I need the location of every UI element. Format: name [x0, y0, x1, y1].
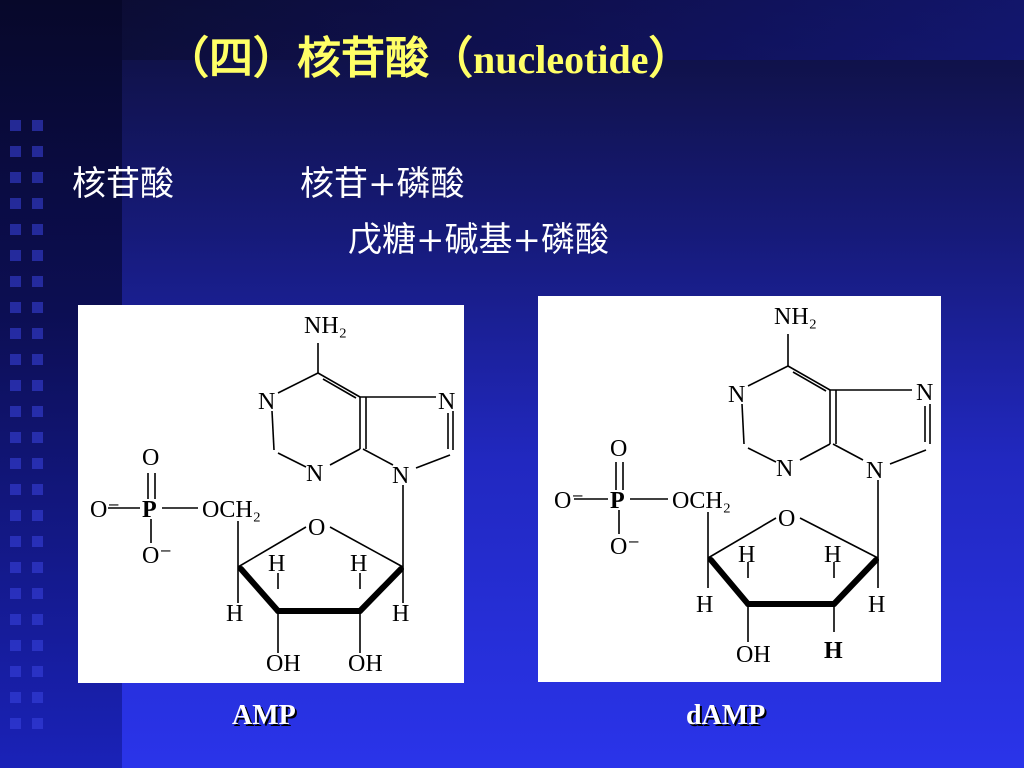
- amp-nh2-label: NH₂: [304, 313, 347, 339]
- decor-square: [10, 458, 21, 469]
- decor-square: [10, 328, 21, 339]
- amp-ring-o-label: O: [308, 515, 325, 541]
- title-suffix: ）: [648, 33, 693, 84]
- decor-square: [10, 146, 21, 157]
- damp-h-c2: H: [824, 542, 841, 568]
- amp-n3-label: N: [306, 461, 323, 487]
- amp-h-c4: H: [226, 601, 243, 627]
- damp-n1-label: N: [728, 382, 745, 408]
- decor-square: [32, 640, 43, 651]
- decor-square: [10, 406, 21, 417]
- damp-h-c4: H: [696, 592, 713, 618]
- nucleotide-term: 核苷酸: [72, 164, 174, 204]
- damp-n3-label: N: [776, 456, 793, 482]
- damp-phosphorus-label: P: [610, 488, 625, 514]
- decor-square: [10, 354, 21, 365]
- amp-structure-panel: NH₂ N N N N O O⁻ P O⁻ OCH₂ O H H H H OH …: [78, 305, 464, 683]
- decor-square: [10, 562, 21, 573]
- decor-square: [32, 328, 43, 339]
- decor-square: [10, 120, 21, 131]
- decor-square: [32, 406, 43, 417]
- decor-square: [32, 718, 43, 729]
- decor-square: [32, 276, 43, 287]
- amp-oh-c2: OH: [348, 651, 383, 677]
- damp-h-c1: H: [868, 592, 885, 618]
- decor-square: [32, 666, 43, 677]
- decor-square: [32, 614, 43, 625]
- decor-square: [10, 614, 21, 625]
- amp-h-c1: H: [392, 601, 409, 627]
- amp-h-c2: H: [350, 551, 367, 577]
- amp-structure-diagram: NH₂ N N N N O O⁻ P O⁻ OCH₂ O H H H H OH …: [90, 313, 455, 677]
- decor-square: [32, 588, 43, 599]
- decor-square: [10, 172, 21, 183]
- decor-square: [32, 302, 43, 313]
- top-decor-strip: [122, 0, 1024, 60]
- decor-square: [10, 302, 21, 313]
- decor-square: [10, 536, 21, 547]
- decor-square: [32, 510, 43, 521]
- damp-oh-c3: OH: [736, 642, 771, 668]
- damp-phosphate-o-top: O: [610, 436, 627, 462]
- title-latin: nucleotide: [473, 37, 649, 82]
- decor-square: [10, 250, 21, 261]
- decor-square: [32, 536, 43, 547]
- decor-square: [32, 198, 43, 209]
- damp-och2-label: OCH₂: [672, 488, 731, 514]
- damp-phosphate-o-left: O⁻: [554, 488, 584, 514]
- decor-square: [32, 250, 43, 261]
- decor-square: [10, 484, 21, 495]
- amp-phosphate-o-bottom: O⁻: [142, 543, 172, 569]
- amp-phosphate-o-top: O: [142, 445, 159, 471]
- decor-square: [32, 172, 43, 183]
- amp-oh-c3: OH: [266, 651, 301, 677]
- amp-caption: AMP: [232, 700, 296, 731]
- decor-square: [10, 198, 21, 209]
- decor-square: [32, 458, 43, 469]
- damp-h-c3: H: [738, 542, 755, 568]
- amp-phosphate-o-left: O⁻: [90, 497, 120, 523]
- amp-n7-label: N: [438, 389, 455, 415]
- damp-structure-diagram: NH₂ N N N N O O⁻ P O⁻ OCH₂ O H H H H OH …: [554, 304, 933, 668]
- decor-square: [32, 120, 43, 131]
- decor-square: [32, 224, 43, 235]
- amp-phosphorus-label: P: [142, 497, 157, 523]
- decor-square: [32, 146, 43, 157]
- title-prefix: （四）核苷酸（: [165, 33, 473, 84]
- decor-square: [10, 692, 21, 703]
- decor-square: [32, 484, 43, 495]
- decor-square: [10, 510, 21, 521]
- decor-square: [32, 380, 43, 391]
- damp-caption: dAMP: [686, 700, 766, 731]
- decor-square: [10, 666, 21, 677]
- amp-och2-label: OCH₂: [202, 497, 261, 523]
- decor-square: [10, 588, 21, 599]
- decor-square: [10, 380, 21, 391]
- decor-square: [10, 276, 21, 287]
- nucleoside-phosphate-text: 核苷+磷酸: [300, 164, 465, 204]
- decor-square: [32, 692, 43, 703]
- decor-square: [32, 432, 43, 443]
- decor-square: [10, 224, 21, 235]
- decor-square: [10, 432, 21, 443]
- damp-n7-label: N: [916, 380, 933, 406]
- amp-h-c3: H: [268, 551, 285, 577]
- decor-square: [10, 718, 21, 729]
- damp-h-c2-deoxy: H: [824, 638, 843, 664]
- decor-square: [32, 562, 43, 573]
- pentose-base-phosphate-text: 戊糖+碱基+磷酸: [348, 220, 609, 260]
- damp-nh2-label: NH₂: [774, 304, 817, 330]
- damp-ring-o-label: O: [778, 506, 795, 532]
- damp-phosphate-o-bottom: O⁻: [610, 534, 640, 560]
- damp-n9-label: N: [866, 458, 883, 484]
- decor-square: [10, 640, 21, 651]
- decor-square: [32, 354, 43, 365]
- damp-structure-panel: NH₂ N N N N O O⁻ P O⁻ OCH₂ O H H H H OH …: [538, 296, 941, 682]
- amp-n1-label: N: [258, 389, 275, 415]
- slide-title: （四）核苷酸（nucleotide）: [165, 22, 693, 86]
- amp-n9-label: N: [392, 463, 409, 489]
